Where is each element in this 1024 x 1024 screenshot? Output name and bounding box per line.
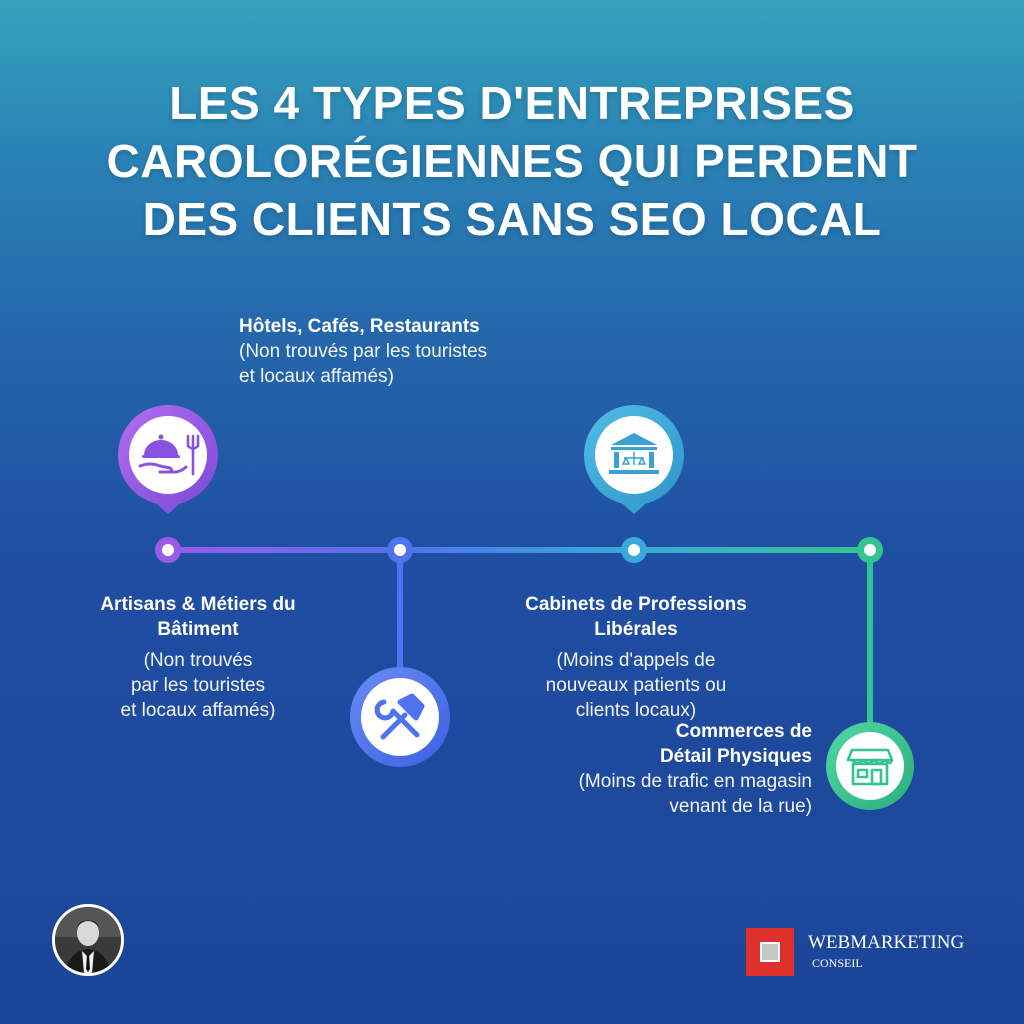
label-cabinets: Cabinets de Professions Libérales (Moins… — [486, 592, 786, 723]
label-cabinets-desc-1: (Moins d'appels de — [556, 650, 716, 671]
label-cabinets-heading-1: Cabinets de Professions — [525, 594, 747, 615]
label-artisans-heading-2: Bâtiment — [157, 619, 239, 640]
label-cabinets-heading-2: Libérales — [594, 619, 678, 640]
brand-subtitle: CONSEIL — [812, 956, 863, 970]
label-artisans: Artisans & Métiers du Bâtiment (Non trou… — [44, 592, 352, 723]
label-cabinets-desc-2: nouveaux patients ou — [545, 675, 727, 696]
tools-icon — [374, 693, 425, 740]
label-artisans-heading-1: Artisans & Métiers du — [100, 594, 296, 615]
title-line-1: LES 4 TYPES D'ENTREPRISES — [169, 77, 855, 129]
timeline-node-4 — [857, 537, 883, 563]
label-artisans-desc-2: par les touristes — [130, 675, 266, 696]
label-artisans-desc-1: (Non trouvés — [143, 650, 253, 671]
storefront-icon — [846, 748, 894, 786]
label-commerces: Commerces de Détail Physiques (Moins de … — [512, 719, 812, 819]
brand-logo: WEBMARKETING CONSEIL — [746, 926, 986, 976]
label-commerces-heading-2: Détail Physiques — [659, 746, 812, 767]
label-commerces-desc-1: (Moins de trafic en magasin — [578, 771, 812, 792]
brand-mark — [746, 928, 794, 976]
restaurant-icon — [138, 434, 200, 476]
author-photo — [55, 907, 121, 973]
tools-marker — [350, 667, 450, 767]
courthouse-marker — [584, 405, 684, 514]
label-hotels-desc-2: et locaux affamés) — [239, 366, 394, 387]
timeline-node-2 — [387, 537, 413, 563]
restaurant-marker — [118, 405, 218, 514]
label-artisans-desc-3: et locaux affamés) — [120, 700, 276, 721]
label-commerces-desc-2: venant de la rue) — [669, 796, 812, 817]
timeline-node-3 — [621, 537, 647, 563]
author-avatar — [52, 904, 124, 976]
courthouse-icon — [609, 433, 659, 474]
label-cabinets-desc-3: clients locaux) — [575, 700, 697, 721]
timeline-node-1 — [155, 537, 181, 563]
label-hotels: Hôtels, Cafés, Restaurants (Non trouvés … — [239, 314, 549, 389]
page-title: LES 4 TYPES D'ENTREPRISES CAROLORÉGIENNE… — [40, 74, 984, 248]
label-hotels-desc-1: (Non trouvés par les touristes — [239, 341, 488, 362]
label-commerces-heading-1: Commerces de — [675, 721, 812, 742]
title-line-2: CAROLORÉGIENNES QUI PERDENT — [106, 135, 918, 187]
storefront-marker — [826, 722, 914, 810]
brand-name: WEBMARKETING — [808, 932, 965, 953]
label-hotels-heading: Hôtels, Cafés, Restaurants — [239, 316, 480, 337]
title-line-3: DES CLIENTS SANS SEO LOCAL — [142, 193, 882, 245]
